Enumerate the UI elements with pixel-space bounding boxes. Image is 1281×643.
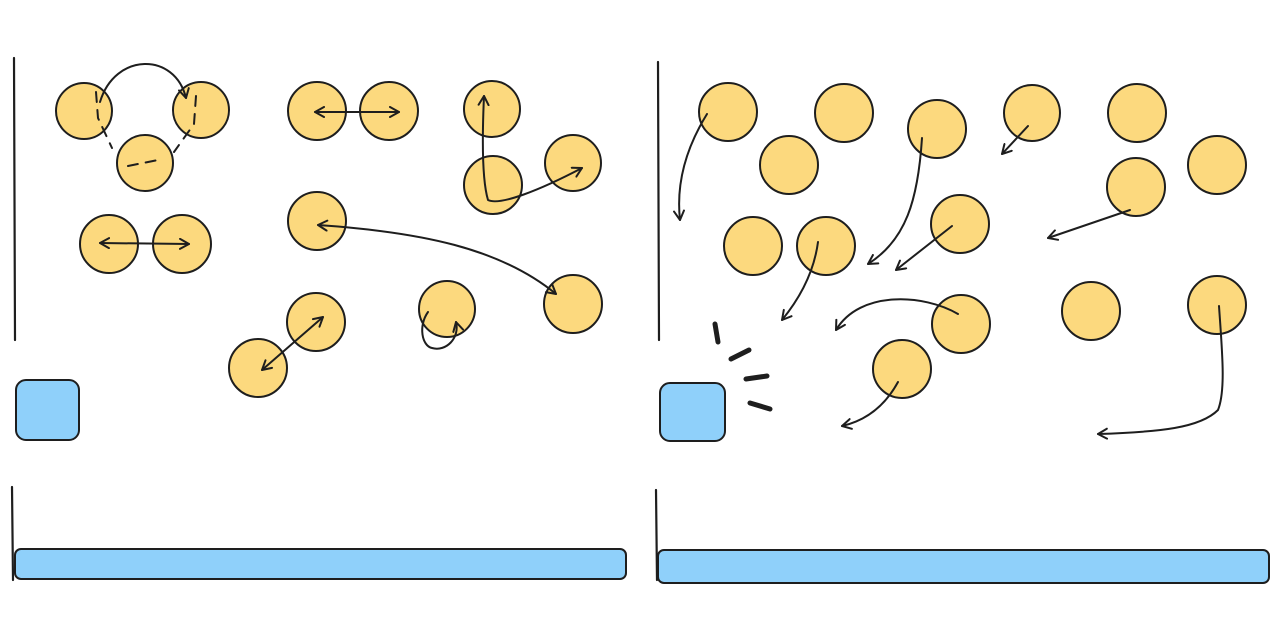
left-panel-wall: [12, 56, 17, 342]
particle: [172, 81, 230, 139]
triad-dashed-bond: [173, 95, 197, 153]
motion-arrow: [1097, 305, 1224, 440]
particle: [1107, 83, 1167, 143]
particle: [228, 338, 288, 398]
left-floor-wall: [10, 485, 15, 582]
triad-dashed-bond: [127, 159, 159, 167]
particle: [418, 280, 476, 338]
pair-arrow: [261, 316, 324, 371]
particle: [814, 83, 874, 143]
left-panel: [10, 56, 627, 582]
motion-arrow: [673, 113, 708, 221]
spin-arrow: [421, 311, 465, 350]
particle: [796, 216, 856, 276]
particle: [931, 294, 991, 354]
particle: [930, 194, 990, 254]
particle: [463, 155, 523, 215]
right-floor-wall: [654, 488, 659, 582]
particle: [1187, 135, 1247, 195]
particle: [723, 216, 783, 276]
motion-arrow: [841, 381, 899, 430]
impact-burst-icon: [712, 321, 773, 412]
right-panel: [654, 60, 1270, 584]
particle: [1106, 157, 1166, 217]
left-floor-bar: [14, 548, 627, 580]
particle: [759, 135, 819, 195]
motion-arrow: [1001, 125, 1029, 155]
motion-arrow: [867, 137, 923, 265]
right-block: [659, 382, 726, 442]
particle: [698, 82, 758, 142]
particle: [463, 80, 521, 138]
motion-arrow: [1047, 209, 1131, 241]
particle: [1187, 275, 1247, 335]
motion-arrow: [781, 241, 819, 321]
particle: [1061, 281, 1121, 341]
triad-arc-arrow: [99, 63, 190, 103]
particle: [543, 274, 603, 334]
particle: [1003, 84, 1061, 142]
left-particles: [55, 80, 603, 398]
motion-arrow: [895, 225, 953, 271]
motion-arrow: [835, 298, 959, 331]
left-block: [15, 379, 80, 441]
right-panel-wall: [656, 60, 661, 342]
particle: [55, 82, 113, 140]
long-pair-arrow: [317, 219, 557, 295]
right-floor-bar: [657, 549, 1270, 584]
pair-arrow: [99, 237, 190, 250]
particle: [907, 99, 967, 159]
right-particles: [698, 82, 1247, 399]
bounce-arrow: [477, 95, 583, 203]
right-motion-arrows: [673, 113, 1224, 440]
particle: [872, 339, 932, 399]
particle: [287, 191, 347, 251]
left-interaction-arrows: [95, 63, 583, 371]
triad-dashed-bond: [95, 91, 113, 149]
